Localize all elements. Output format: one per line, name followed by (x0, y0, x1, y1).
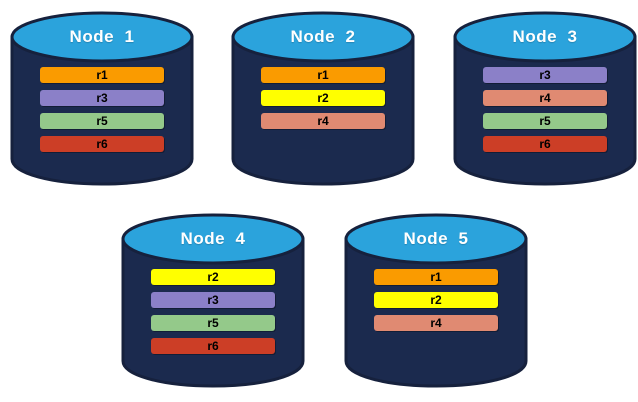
replica-bar[interactable]: r1 (374, 269, 498, 285)
replica-bar[interactable]: r1 (261, 67, 385, 83)
replica-bar[interactable]: r5 (483, 113, 607, 129)
replica-label: r5 (207, 316, 219, 330)
replica-label: r2 (430, 293, 442, 307)
replica-label: r3 (207, 293, 219, 307)
database-node-3[interactable]: Node 3 r3 r4 r5 r6 (453, 10, 637, 186)
replica-bar[interactable]: r4 (374, 315, 498, 331)
replica-label: r1 (317, 68, 329, 82)
node-title: Node 2 (290, 27, 356, 46)
replica-list: r3 r4 r5 r6 (483, 67, 607, 152)
cylinder-top-ellipse (10, 11, 194, 63)
node-title: Node 5 (403, 229, 469, 248)
replica-label: r6 (539, 137, 551, 151)
replica-list: r1 r2 r4 (374, 269, 498, 331)
node-title: Node 1 (69, 27, 135, 46)
database-node-4[interactable]: Node 4 r2 r3 r5 r6 (121, 212, 305, 388)
replica-label: r4 (539, 91, 551, 105)
replica-bar[interactable]: r5 (40, 113, 164, 129)
replica-bar[interactable]: r1 (40, 67, 164, 83)
replica-label: r5 (539, 114, 551, 128)
replica-bar[interactable]: r6 (40, 136, 164, 152)
replica-label: r3 (96, 91, 108, 105)
replica-label: r2 (317, 91, 329, 105)
replica-label: r3 (539, 68, 551, 82)
replica-label: r6 (96, 137, 108, 151)
replica-bar[interactable]: r3 (483, 67, 607, 83)
replica-bar[interactable]: r3 (40, 90, 164, 106)
database-node-2[interactable]: Node 2 r1 r2 r4 (231, 10, 415, 186)
replica-bar[interactable]: r4 (261, 113, 385, 129)
replica-bar[interactable]: r6 (483, 136, 607, 152)
replica-label: r4 (430, 316, 442, 330)
replica-label: r5 (96, 114, 108, 128)
replica-label: r6 (207, 339, 219, 353)
replica-bar[interactable]: r6 (151, 338, 275, 354)
cylinder-top-ellipse (453, 11, 637, 63)
replica-bar[interactable]: r2 (374, 292, 498, 308)
replica-list: r2 r3 r5 r6 (151, 269, 275, 354)
replica-label: r2 (207, 270, 219, 284)
cylinder-top-ellipse (231, 11, 415, 63)
database-node-1[interactable]: Node 1 r1 r3 r5 r6 (10, 10, 194, 186)
replica-bar[interactable]: r2 (151, 269, 275, 285)
node-title: Node 4 (180, 229, 246, 248)
cylinder-top-ellipse (121, 213, 305, 265)
replica-list: r1 r3 r5 r6 (40, 67, 164, 152)
database-node-5[interactable]: Node 5 r1 r2 r4 (344, 212, 528, 388)
replica-bar[interactable]: r2 (261, 90, 385, 106)
replica-label: r1 (96, 68, 108, 82)
node-title: Node 3 (512, 27, 578, 46)
replica-bar[interactable]: r3 (151, 292, 275, 308)
replica-bar[interactable]: r5 (151, 315, 275, 331)
replica-bar[interactable]: r4 (483, 90, 607, 106)
replica-label: r4 (317, 114, 329, 128)
replica-list: r1 r2 r4 (261, 67, 385, 129)
replica-label: r1 (430, 270, 442, 284)
cylinder-top-ellipse (344, 213, 528, 265)
